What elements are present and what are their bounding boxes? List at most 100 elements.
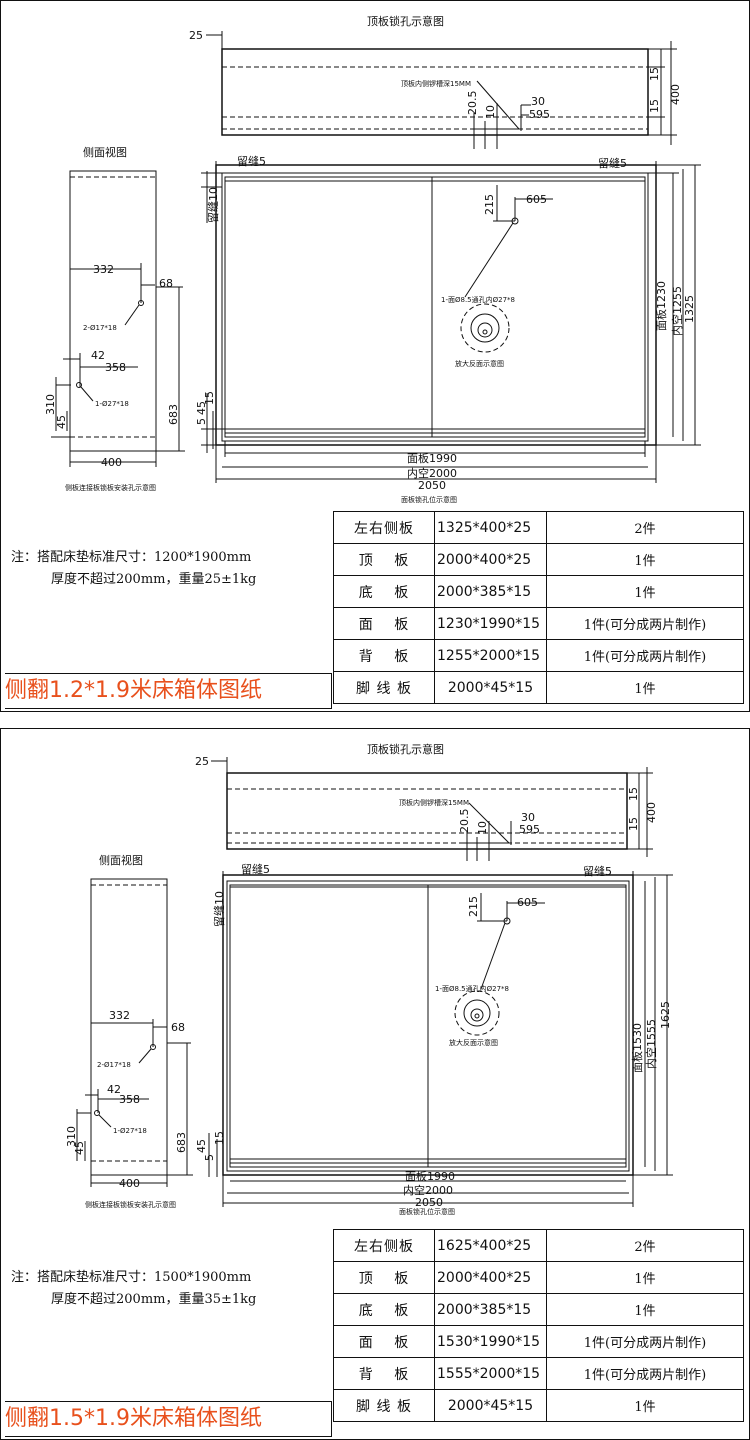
dim-595: 595 (529, 108, 550, 121)
dim-68: 68 (171, 1021, 185, 1034)
dim-15-front: 15 (213, 1131, 226, 1145)
dim-30: 30 (531, 95, 545, 108)
gap-top: 留缝10 (206, 187, 220, 223)
dim-20-5: 20.5 (458, 809, 471, 834)
part-qty: 2件 (546, 511, 744, 544)
dim-15b: 15 (627, 817, 640, 831)
dim-inner-h: 内空1255 (670, 286, 684, 336)
dim-400-side: 400 (119, 1177, 140, 1190)
zoom-note: 放大反面示意图 (449, 1038, 498, 1047)
dim-outer-h: 1325 (683, 295, 696, 323)
dim-5-front: 5 (195, 418, 208, 425)
dim-outer-h: 1625 (659, 1001, 672, 1029)
dim-310: 310 (44, 394, 57, 415)
part-size: 1325*400*25 (434, 511, 547, 544)
dim-15-front: 15 (203, 391, 216, 405)
note-line-1: 注：搭配床垫标准尺寸：1500*1900mm (11, 1270, 252, 1285)
dim-45-front: 45 (195, 401, 208, 415)
dim-inner-h: 内空1555 (644, 1019, 658, 1069)
dim-outer-w: 2050 (415, 1196, 443, 1209)
part-size: 1625*400*25 (434, 1229, 547, 1262)
part-size: 2000*400*25 (434, 1261, 547, 1294)
part-qty: 2件 (546, 1229, 744, 1262)
part-qty: 1件(可分成两片制作) (546, 1357, 744, 1390)
dim-panel-h: 面板1230 (654, 281, 668, 331)
dim-683: 683 (175, 1132, 188, 1153)
part-qty: 1件(可分成两片制作) (546, 639, 744, 672)
part-size: 2000*45*15 (434, 1389, 547, 1422)
part-qty: 1件 (546, 1389, 744, 1422)
part-name: 背 板 (333, 1357, 435, 1390)
dim-400: 400 (669, 84, 682, 105)
part-size: 1230*1990*15 (434, 607, 547, 640)
dim-outer-w: 2050 (418, 479, 446, 492)
part-name: 左右侧板 (333, 511, 435, 544)
dim-panel-h: 面板1530 (630, 1023, 644, 1073)
groove-note: 顶板内侧锣槽深15MM (401, 79, 471, 88)
hole-a: 2-Ø17*18 (83, 324, 117, 332)
part-size: 2000*400*25 (434, 543, 547, 576)
part-name: 面 板 (333, 1325, 435, 1358)
hole-note: 1-面Ø8.5通孔内Ø27*8 (435, 984, 509, 993)
dim-15a: 15 (627, 787, 640, 801)
part-size: 2000*385*15 (434, 575, 547, 608)
part-qty: 1件 (546, 1293, 744, 1326)
dim-45-side: 45 (73, 1141, 86, 1155)
part-name: 脚 线 板 (333, 671, 435, 704)
top-view-title: 顶板锁孔示意图 (367, 14, 444, 28)
dim-20-5: 20.5 (466, 91, 479, 116)
spec-note: 注：搭配床垫标准尺寸：1500*1900mm 厚度不超过200mm，重量35±1… (11, 1267, 256, 1311)
front-caption: 面板锁孔位示意图 (401, 495, 457, 504)
dim-42: 42 (91, 349, 105, 362)
front-caption: 面板锁孔位示意图 (399, 1207, 455, 1216)
hole-b: 1-Ø27*18 (95, 400, 129, 408)
dim-595: 595 (519, 823, 540, 836)
note-line-2: 厚度不超过200mm，重量35±1kg (51, 1292, 257, 1307)
part-size: 2000*45*15 (434, 671, 547, 704)
part-name: 左右侧板 (333, 1229, 435, 1262)
dim-68: 68 (159, 277, 173, 290)
top-view-title: 顶板锁孔示意图 (367, 742, 444, 756)
dim-inner-w: 内空2000 (403, 1183, 453, 1197)
dim-inner-w: 内空2000 (407, 466, 457, 480)
dim-10: 10 (476, 821, 489, 835)
dim-45-side: 45 (55, 415, 68, 429)
dim-358: 358 (119, 1093, 140, 1106)
drawing-title: 侧翻1.5*1.9米床箱体图纸 (5, 1401, 332, 1437)
hole-a: 2-Ø17*18 (97, 1061, 131, 1069)
dim-top-offset: 25 (195, 755, 209, 768)
gap-right: 留缝5 (598, 156, 627, 170)
note-line-2: 厚度不超过200mm，重量25±1kg (51, 572, 257, 587)
part-size: 2000*385*15 (434, 1293, 547, 1326)
zoom-note: 放大反面示意图 (455, 359, 504, 368)
drawing-title: 侧翻1.2*1.9米床箱体图纸 (5, 673, 332, 709)
gap-right: 留缝5 (583, 864, 612, 878)
part-name: 脚 线 板 (333, 1389, 435, 1422)
dim-332: 332 (109, 1009, 130, 1022)
hole-b: 1-Ø27*18 (113, 1127, 147, 1135)
gap-left: 留缝5 (237, 154, 266, 168)
gap-top: 留缝10 (212, 891, 226, 927)
part-qty: 1件 (546, 671, 744, 704)
technical-drawing: 顶板锁孔示意图 25 顶板内侧锣槽深15MM 20.5 10 30 595 15… (44, 14, 701, 504)
dim-310: 310 (65, 1126, 78, 1147)
part-name: 底 板 (333, 1293, 435, 1326)
dim-605: 605 (526, 193, 547, 206)
technical-drawing: 顶板锁孔示意图 25 顶板内侧锣槽深15MM 20.5 10 30 595 15… (65, 742, 673, 1216)
drawing-sheet-1-5: 顶板锁孔示意图 25 顶板内侧锣槽深15MM 20.5 10 30 595 15… (0, 728, 750, 1440)
dim-30: 30 (521, 811, 535, 824)
spec-note: 注：搭配床垫标准尺寸：1200*1900mm 厚度不超过200mm，重量25±1… (11, 547, 256, 591)
side-caption: 侧板连接板锁板安装孔示意图 (65, 483, 156, 492)
dim-42: 42 (107, 1083, 121, 1096)
part-size: 1555*2000*15 (434, 1357, 547, 1390)
